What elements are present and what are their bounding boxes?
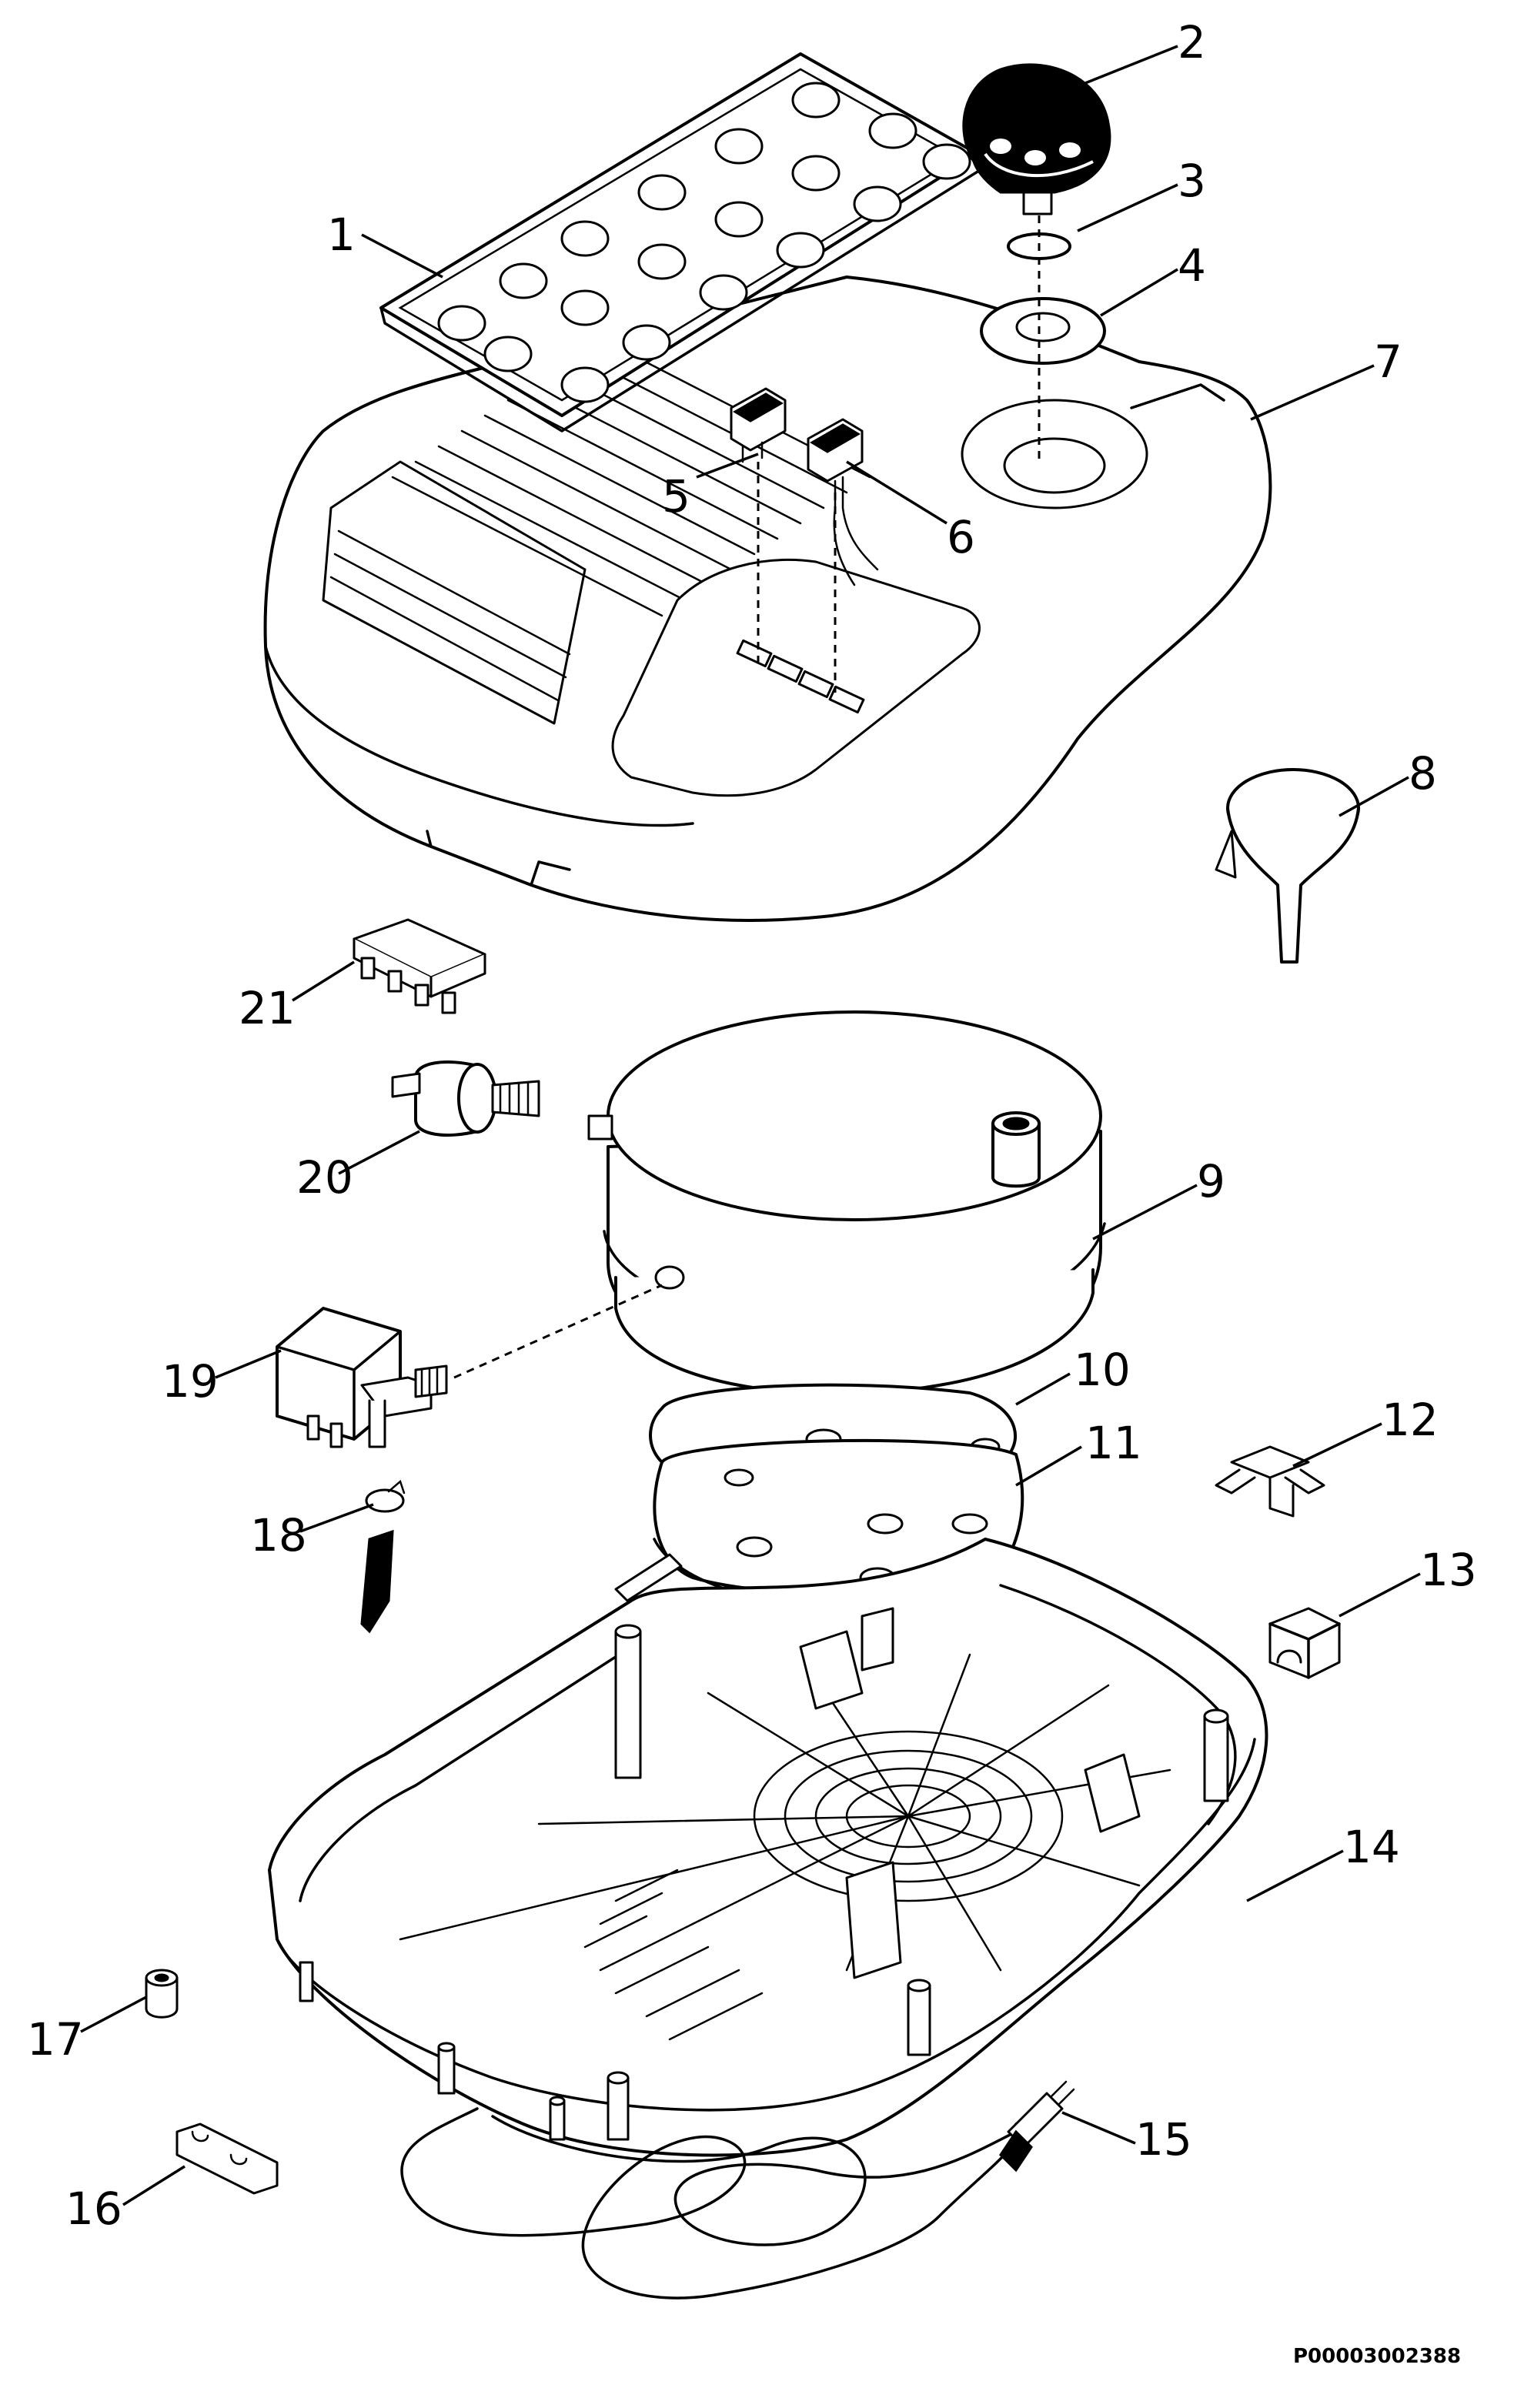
callout-labels: 1 2 3 4 5 6 7 8 9 10 11 12 13 14 15 16 1…: [27, 16, 1477, 2235]
part-14-base-housing: [268, 1538, 1268, 2157]
label-7: 7: [1374, 336, 1402, 388]
housing-clip-c: [1084, 1753, 1141, 1833]
label-14: 14: [1343, 1821, 1400, 1873]
hose: [360, 1529, 394, 1634]
label-10: 10: [1074, 1344, 1131, 1396]
label-11: 11: [1085, 1417, 1142, 1469]
housing-posts: [299, 1624, 1229, 2141]
label-3: 3: [1178, 155, 1206, 207]
label-21: 21: [239, 982, 296, 1034]
part-19-solenoid-valve: [276, 1307, 448, 1448]
part-5-switch: [730, 387, 787, 463]
label-1: 1: [327, 209, 356, 261]
label-9: 9: [1197, 1155, 1225, 1207]
part-15-power-cord: [400, 2080, 1075, 2299]
label-6: 6: [947, 511, 975, 563]
part-18-hose-clamp: [365, 1479, 406, 1513]
part-13-clip: [1268, 1607, 1341, 1679]
wire-connector-a: [614, 1553, 683, 1602]
part-7-top-cover: [263, 276, 1272, 922]
switch-guide-line: [757, 462, 837, 693]
housing-clip-a: [799, 1630, 864, 1710]
part-21-terminal-block: [353, 918, 486, 1014]
vent-grille: [399, 1653, 1171, 2041]
valve-guide-line: [453, 1284, 663, 1379]
part-6-switch: [807, 418, 879, 586]
label-16: 16: [65, 2183, 122, 2235]
label-5: 5: [662, 470, 690, 523]
leader-lines: [80, 45, 1421, 2206]
part-8-funnel: [1215, 768, 1360, 964]
cover-ribs: [391, 337, 871, 617]
housing-clip-d: [845, 1861, 902, 1979]
housing-clip-b: [861, 1607, 894, 1672]
label-19: 19: [162, 1355, 219, 1408]
part-12-bracket: [1215, 1445, 1325, 1518]
label-4: 4: [1178, 239, 1206, 292]
part-16-cable-clip: [175, 2122, 279, 2195]
keypad-buttons: [437, 82, 971, 403]
part-2-knob: [962, 63, 1111, 215]
label-2: 2: [1178, 16, 1206, 68]
part-17-spacer: [145, 1969, 179, 2019]
part-4-seal: [980, 297, 1106, 365]
part-1-keypad: [379, 52, 983, 433]
part-9-pump-motor: [587, 1010, 1106, 1396]
label-20: 20: [296, 1151, 353, 1204]
label-18: 18: [250, 1509, 307, 1561]
label-13: 13: [1420, 1544, 1477, 1596]
part-20-component: [391, 1060, 540, 1137]
label-17: 17: [27, 2013, 84, 2066]
reference-code: P00003002388: [1293, 2345, 1461, 2368]
label-8: 8: [1409, 747, 1437, 800]
label-12: 12: [1382, 1394, 1439, 1446]
switch-slots: [736, 639, 865, 714]
label-15: 15: [1135, 2113, 1192, 2166]
